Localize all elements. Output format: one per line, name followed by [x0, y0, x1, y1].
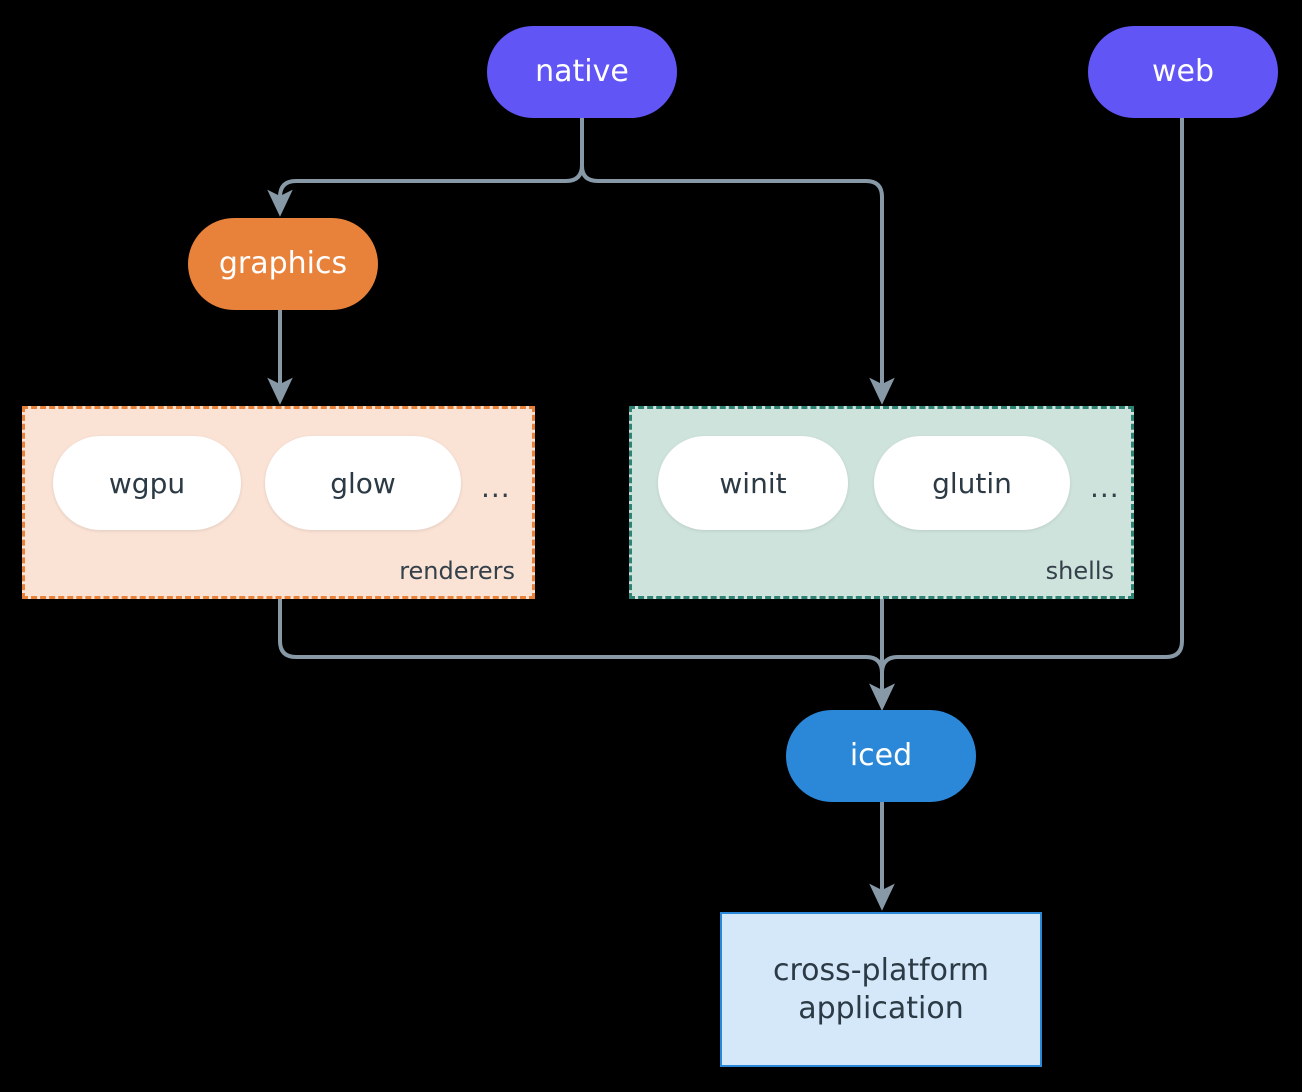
renderers-more-ellipsis: ...	[481, 471, 511, 504]
group-renderers-label: renderers	[399, 557, 515, 585]
node-graphics[interactable]: graphics	[188, 218, 378, 310]
chip-wgpu[interactable]: wgpu	[53, 436, 241, 530]
node-application[interactable]: cross-platform application	[720, 912, 1042, 1067]
chip-glutin-label: glutin	[932, 466, 1012, 500]
chip-glutin[interactable]: glutin	[874, 436, 1070, 530]
node-web[interactable]: web	[1088, 26, 1278, 118]
node-iced-label: iced	[849, 738, 913, 774]
chip-wgpu-label: wgpu	[108, 466, 186, 500]
group-shells[interactable]: winit glutin ... shells	[629, 406, 1134, 599]
node-iced[interactable]: iced	[786, 710, 976, 802]
chip-winit[interactable]: winit	[658, 436, 848, 530]
node-graphics-label: graphics	[218, 246, 348, 282]
edge-native-shells	[580, 165, 895, 405]
node-web-label: web	[1151, 54, 1215, 90]
edge-renderers-iced	[278, 599, 895, 711]
edge-native-graphics	[267, 118, 584, 217]
group-renderers[interactable]: wgpu glow ... renderers	[22, 406, 535, 599]
node-native[interactable]: native	[487, 26, 677, 118]
node-application-label-line1: cross-platform	[772, 953, 990, 988]
chip-glow-label: glow	[330, 466, 396, 500]
group-shells-label: shells	[1045, 557, 1114, 585]
chip-winit-label: winit	[719, 466, 787, 500]
node-native-label: native	[535, 54, 629, 90]
node-application-label-line2: application	[798, 990, 964, 1026]
shells-more-ellipsis: ...	[1090, 471, 1120, 504]
chip-glow[interactable]: glow	[265, 436, 461, 530]
